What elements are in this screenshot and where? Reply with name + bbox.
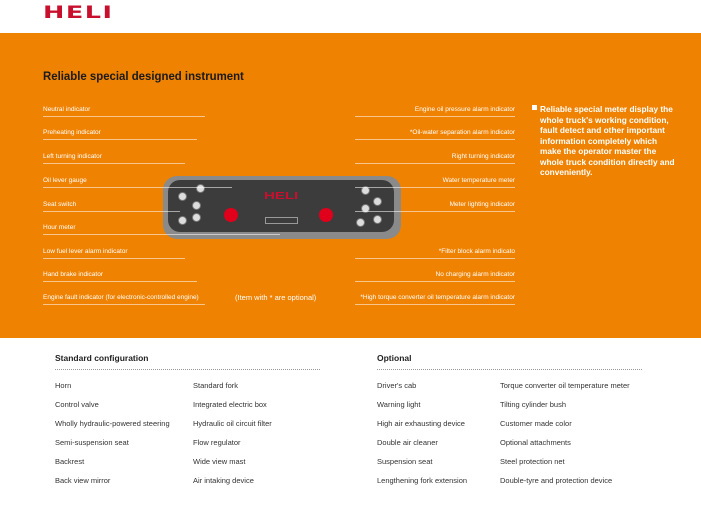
optional-note: (Item with * are optional)	[235, 293, 317, 302]
config-item: Double air cleaner	[377, 438, 438, 447]
left-label: Low fuel lever alarm indicator	[43, 248, 128, 255]
right-label: *Filter block alarm indicato	[438, 248, 515, 255]
standard-title: Standard configuration	[55, 353, 149, 363]
indicator-icon	[196, 184, 205, 193]
hour-meter-display	[265, 217, 298, 224]
leader-line	[355, 258, 515, 259]
fuel-gauge-dial	[224, 208, 238, 222]
config-item: Backrest	[55, 457, 85, 466]
config-item: Flow regulator	[193, 438, 241, 447]
temperature-gauge-dial	[319, 208, 333, 222]
config-item: Standard fork	[193, 381, 239, 390]
divider	[55, 369, 320, 370]
config-item: Customer made color	[500, 419, 572, 428]
indicator-icon	[373, 197, 382, 206]
config-item: Double-tyre and protection device	[500, 476, 613, 485]
indicator-icon	[192, 201, 201, 210]
heli-logo: HELI	[43, 3, 114, 23]
config-item: Semi-suspension seat	[55, 438, 129, 447]
right-label: Right turning indicator	[451, 153, 515, 160]
right-label: Water temperature meter	[442, 177, 515, 184]
config-item: Driver's cab	[377, 381, 417, 390]
leader-line	[355, 281, 515, 282]
config-item: Torque converter oil temperature meter	[500, 381, 630, 390]
panel-logo: HELI	[264, 191, 299, 202]
left-label: Seat switch	[43, 201, 77, 208]
right-label: Meter lighting indicator	[449, 201, 515, 208]
leader-line	[43, 163, 185, 164]
leader-line	[43, 234, 280, 235]
left-label: Engine fault indicator (for electronic-c…	[43, 294, 199, 301]
config-item: Wholly hydraulic-powered steering	[55, 419, 170, 428]
config-item: Steel protection net	[500, 457, 565, 466]
leader-line	[43, 211, 180, 212]
leader-line	[355, 139, 515, 140]
leader-line	[355, 211, 515, 212]
indicator-icon	[178, 216, 187, 225]
config-item: Back view mirror	[55, 476, 111, 485]
indicator-icon	[361, 186, 370, 195]
leader-line	[355, 163, 515, 164]
config-item: Lengthening fork extension	[377, 476, 468, 485]
leader-line	[43, 304, 205, 305]
right-label: Engine oil pressure alarm indicator	[414, 106, 515, 113]
left-label: Hand brake indicator	[43, 271, 103, 278]
right-label: *Oil-water separation alarm indicator	[409, 129, 515, 136]
instrument-panel: HELI	[163, 176, 401, 239]
config-item: Hydraulic oil circuit filter	[193, 419, 272, 428]
section-title: Reliable special designed instrument	[43, 69, 244, 83]
config-item: Tilting cylinder bush	[500, 400, 567, 409]
config-item: High air exhausting device	[377, 419, 465, 428]
left-label: Oil lever gauge	[43, 177, 87, 184]
leader-line	[355, 116, 515, 117]
leader-line	[43, 281, 197, 282]
config-item: Air intaking device	[193, 476, 254, 485]
config-item: Optional attachments	[500, 438, 571, 447]
right-label: No charging alarm indicator	[435, 271, 515, 278]
config-item: Horn	[55, 381, 72, 390]
left-label: Left turning indicator	[43, 153, 102, 160]
left-label: Preheating indicator	[43, 129, 101, 136]
config-item: Integrated electric box	[193, 400, 267, 409]
bullet-icon	[532, 105, 537, 110]
indicator-icon	[361, 204, 370, 213]
divider	[377, 369, 642, 370]
left-label: Hour meter	[43, 224, 76, 231]
indicator-icon	[178, 192, 187, 201]
leader-line	[43, 187, 232, 188]
config-item: Suspension seat	[377, 457, 433, 466]
indicator-icon	[373, 215, 382, 224]
description: Reliable special meter display the whole…	[532, 104, 680, 178]
indicator-icon	[356, 218, 365, 227]
optional-title: Optional	[377, 353, 412, 363]
leader-line	[355, 187, 515, 188]
leader-line	[43, 139, 197, 140]
left-label: Neutral indicator	[43, 106, 91, 113]
config-item: Warning light	[377, 400, 421, 409]
config-item: Wide view mast	[193, 457, 246, 466]
right-label: *High torque converter oil temperature a…	[360, 294, 515, 301]
leader-line	[43, 116, 205, 117]
leader-line	[43, 258, 185, 259]
leader-line	[355, 304, 515, 305]
config-item: Control valve	[55, 400, 99, 409]
indicator-icon	[192, 213, 201, 222]
